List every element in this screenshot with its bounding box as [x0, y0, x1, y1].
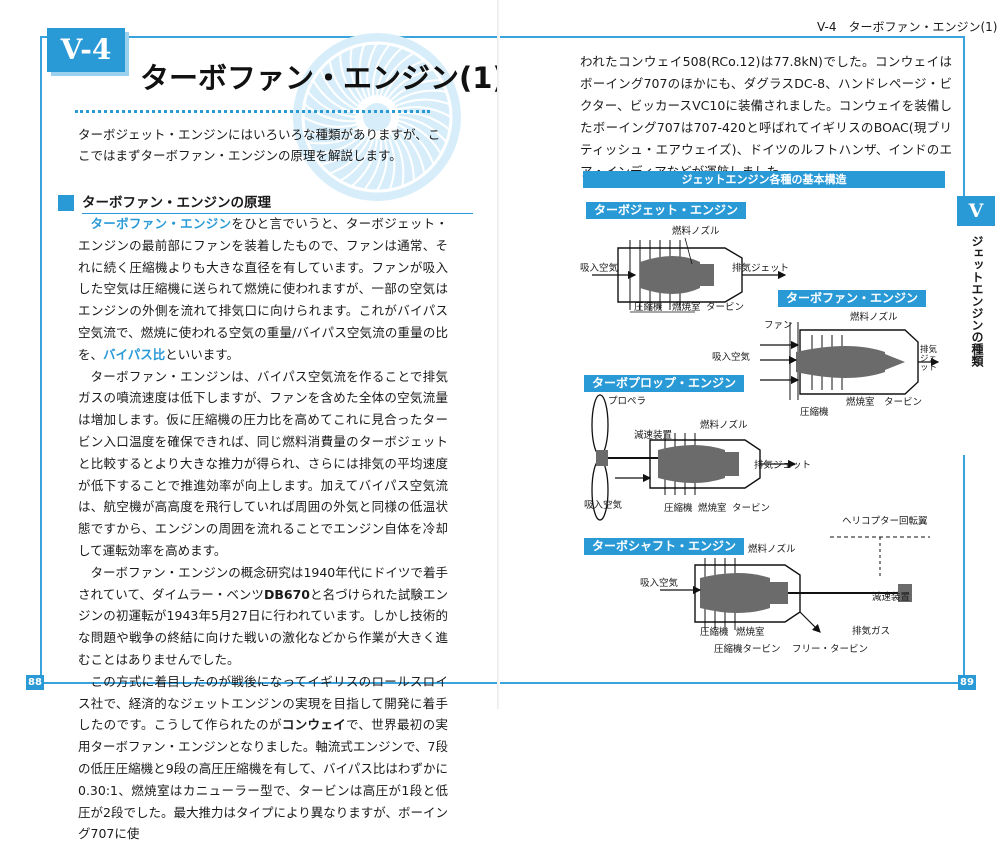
turboshaft-exhaust-label: 排気ガス: [852, 626, 891, 637]
left-margin-rule: [40, 36, 42, 684]
turboshaft-compressor-turbine-label: 圧縮機タービン: [714, 644, 781, 655]
bottom-rule: [500, 682, 965, 684]
body-text-run: コンウェイ: [281, 717, 347, 733]
body-text-run: ターボファン・エンジンの概念研究は1940年代にドイツで着手されていて、ダイムラ…: [78, 564, 448, 602]
turboprop-propeller-label: プロペラ: [608, 396, 647, 407]
subheading-underline: [82, 213, 473, 214]
top-rule: [40, 36, 500, 38]
turbofan-diagram: [760, 322, 940, 400]
turboshaft-free-turbine-label: フリー・タービン: [792, 644, 869, 655]
top-rule: [500, 36, 965, 38]
engine-diagrams: [591, 237, 940, 633]
chapter-tab: V: [957, 196, 995, 226]
intro-text: ターボジェット・エンジンにはいろいろな種類がありますが、ここではまずターボファン…: [78, 127, 441, 163]
turbojet-intake-label: 吸入空気: [580, 263, 619, 274]
turboshaft-diagram: [660, 536, 930, 633]
dotted-divider: [75, 110, 430, 113]
page-number: 88: [26, 675, 44, 690]
right-margin-rule-top: [963, 36, 965, 196]
body-text-run: DB670: [263, 586, 310, 602]
turboshaft-fuel-nozzle-label: 燃料ノズル: [748, 544, 796, 555]
body-paragraph: この方式に着目したのが戦後になってイギリスのロールスロイス社で、経済的なジェット…: [78, 671, 448, 845]
turboprop-reduction-gear-label: 減速装置: [634, 430, 673, 441]
section-number: V-4: [47, 28, 125, 72]
turbofan-turbine-label: タービン: [884, 397, 923, 408]
turbojet-combustor-label: 燃焼室: [672, 302, 701, 313]
turbofan-combustor-label: 燃焼室: [846, 397, 875, 408]
body-text: ターボファン・エンジンをひと言でいうと、ターボジェット・エンジンの最前部にファン…: [78, 213, 448, 845]
turbojet-diagram: [592, 237, 787, 313]
page-number: 89: [958, 675, 976, 690]
turboprop-turbine-label: タービン: [732, 503, 771, 514]
turboshaft-combustor-label: 燃焼室: [736, 627, 765, 638]
turboprop-combustor-label: 燃焼室: [698, 503, 727, 514]
turbojet-exhaust-label: 排気ジェット: [732, 263, 790, 274]
turboprop-fuel-nozzle-label: 燃料ノズル: [700, 420, 748, 431]
right-margin-rule-bottom: [963, 455, 965, 684]
turbojet-compressor-label: 圧縮機: [634, 302, 663, 313]
turboshaft-rotor-label: ヘリコプター回転翼: [842, 516, 928, 527]
figure-caption: ジェットエンジン各種の基本構造: [583, 171, 945, 188]
turbojet-fuel-nozzle-label: 燃料ノズル: [672, 226, 720, 237]
body-paragraph: ターボファン・エンジンをひと言でいうと、ターボジェット・エンジンの最前部にファン…: [78, 213, 448, 366]
body-paragraph: ターボファン・エンジンの概念研究は1940年代にドイツで着手されていて、ダイムラ…: [78, 562, 448, 671]
turboprop-heading: ターボプロップ・エンジン: [584, 375, 745, 392]
turbofan-exhaust-label: 排気ジェット: [920, 345, 938, 373]
running-header: V-4 ターボファン・エンジン(1): [817, 20, 998, 34]
turboshaft-heading: ターボシャフト・エンジン: [584, 538, 745, 555]
turboprop-diagram: [591, 394, 797, 521]
body-text-run: をひと言でいうと、ターボジェット・エンジンの最前部にファンを装着したもので、ファ…: [78, 216, 448, 362]
body-text-run: ターボファン・エンジン: [90, 216, 232, 231]
body-paragraph: ターボファン・エンジンは、バイパス空気流を作ることで排気ガスの噴流速度は低下しま…: [78, 366, 448, 562]
turboprop-compressor-label: 圧縮機: [664, 503, 693, 514]
turboshaft-compressor-label: 圧縮機: [700, 627, 729, 638]
turbojet-heading: ターボジェット・エンジン: [586, 202, 747, 219]
bottom-rule: [40, 682, 500, 684]
turbofan-fan-label: ファン: [764, 320, 793, 331]
turbojet-turbine-label: タービン: [706, 302, 745, 313]
turbofan-fuel-nozzle-label: 燃料ノズル: [850, 312, 898, 323]
turbofan-heading: ターボファン・エンジン: [778, 290, 927, 307]
turboprop-intake-label: 吸入空気: [584, 500, 623, 511]
body-text-run: バイパス比: [103, 346, 166, 362]
turbofan-intake-label: 吸入空気: [712, 352, 751, 363]
body-text-run: ターボファン・エンジンは、バイパス空気流を作ることで排気ガスの噴流速度は低下しま…: [78, 368, 448, 558]
turboshaft-reduction-gear-label: 減速装置: [872, 592, 911, 603]
body-text-run: で、世界最初の実用ターボファン・エンジンとなりました。軸流式エンジンで、7段の低…: [78, 717, 448, 842]
subheading-text: ターボファン・エンジンの原理: [82, 195, 271, 211]
right-page: V-4 ターボファン・エンジン(1) われたコンウェイ508(RCo.12)は7…: [500, 0, 1000, 709]
subheading-marker: [58, 195, 74, 211]
left-page: V-4 ターボファン・エンジン(1) ターボジェット・エンジンにはいろいろな種類…: [0, 0, 506, 841]
turboshaft-intake-label: 吸入空気: [640, 578, 679, 589]
chapter-label: ジェットエンジンの種類: [970, 235, 984, 367]
subheading: ターボファン・エンジンの原理: [58, 193, 473, 214]
turboprop-exhaust-label: 排気ジェット: [754, 460, 812, 471]
body-text-run: と名づけられた試験エンジンの初運転が1943年5月27日に行われています。しかし…: [78, 586, 448, 667]
page-title: ターボファン・エンジン(1): [140, 61, 506, 95]
body-text-run: といいます。: [165, 346, 240, 362]
turbofan-compressor-label: 圧縮機: [800, 407, 829, 418]
